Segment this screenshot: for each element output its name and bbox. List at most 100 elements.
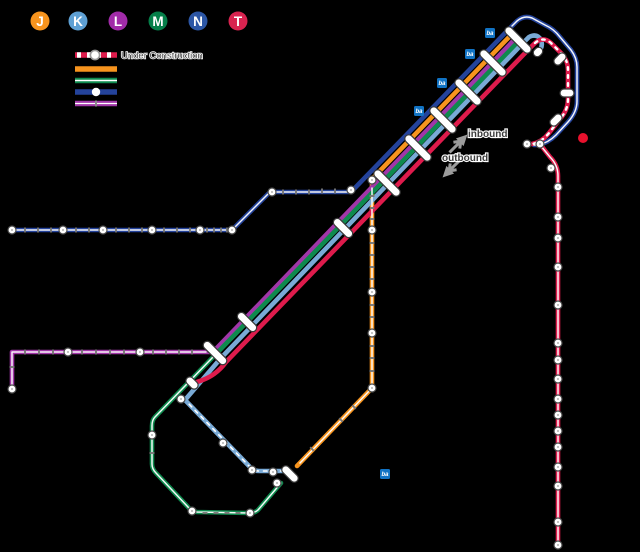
- k-surface-dashes: [186, 401, 285, 472]
- inbound-label: inbound: [468, 129, 507, 140]
- station-circles: [7, 139, 563, 550]
- inbound-arrow-icon: [448, 134, 468, 154]
- station-marker-dot: [191, 510, 193, 512]
- station-marker-dot: [67, 351, 69, 353]
- bart-icon: [485, 28, 495, 38]
- minor-stop-tick: [149, 452, 155, 454]
- minor-stop-tick: [369, 345, 375, 347]
- station-pill: [373, 169, 401, 197]
- minor-stop-tick: [220, 227, 222, 233]
- station-marker-dot: [371, 332, 373, 334]
- minor-stop-ticks: [9, 188, 375, 514]
- station-pill: [479, 49, 507, 77]
- minor-stop-tick: [369, 357, 375, 359]
- minor-stop-tick: [52, 349, 54, 355]
- station-marker-dot: [151, 229, 153, 231]
- minor-stop-tick: [226, 227, 228, 233]
- outbound-label: outbound: [442, 153, 488, 164]
- bart-icon: [437, 78, 447, 88]
- minor-stop-tick: [109, 349, 111, 355]
- minor-stop-tick: [50, 227, 52, 233]
- minor-stop-tick: [321, 188, 323, 194]
- minor-stop-tick: [81, 349, 83, 355]
- minor-stop-tick: [75, 227, 77, 233]
- minor-stop-tick: [176, 227, 178, 233]
- station-marker-dot: [272, 471, 274, 473]
- station-marker-dot: [550, 167, 552, 169]
- legend-l-row: [75, 100, 117, 107]
- minor-stop-tick: [38, 349, 40, 355]
- minor-stop-tick: [369, 370, 375, 372]
- station-marker-dot: [139, 351, 141, 353]
- badge-t: T: [228, 11, 248, 31]
- t-third-street-core: [540, 145, 559, 546]
- minor-stop-tick: [191, 349, 193, 355]
- minor-stop-tick: [115, 227, 117, 233]
- ballpark-dot-icon: [578, 133, 588, 143]
- n-embarcadero-core: [511, 16, 578, 146]
- minor-stop-tick: [178, 349, 180, 355]
- station-marker-dot: [557, 237, 559, 239]
- bart-icon: [465, 49, 475, 59]
- badge-l-circle: [108, 11, 128, 31]
- badge-m-circle: [148, 11, 168, 31]
- station-marker-dot: [102, 229, 104, 231]
- station-marker-dot: [222, 442, 224, 444]
- badge-t-letter: T: [234, 14, 243, 29]
- minor-stop-tick: [351, 404, 357, 410]
- minor-stop-tick: [369, 266, 375, 268]
- minor-stop-tick: [88, 227, 90, 233]
- station-pill: [429, 106, 457, 134]
- station-marker-dot: [557, 466, 559, 468]
- station-marker-dot: [249, 512, 251, 514]
- station-marker-dot: [539, 143, 541, 145]
- minor-stop-tick: [369, 242, 375, 244]
- station-marker-dot: [526, 143, 528, 145]
- station-pill: [504, 26, 532, 54]
- minor-stop-tick: [206, 227, 208, 233]
- badge-n-circle: [188, 11, 208, 31]
- legend-n-station-dot: [91, 87, 101, 97]
- minor-stop-tick: [369, 254, 375, 256]
- station-marker-dot: [557, 485, 559, 487]
- station-marker-dot: [557, 266, 559, 268]
- badge-n: N: [188, 11, 208, 31]
- station-marker-dot: [557, 378, 559, 380]
- minor-stop-tick: [163, 227, 165, 233]
- badge-k: K: [68, 11, 88, 31]
- station-marker-dot: [151, 434, 153, 436]
- minor-stop-tick: [213, 227, 215, 233]
- minor-stop-tick: [128, 227, 130, 233]
- bart-icon-letters: ba: [466, 52, 474, 58]
- station-marker-dot: [11, 229, 13, 231]
- station-pill: [532, 46, 544, 58]
- minor-stop-tick: [308, 189, 310, 195]
- minor-stop-tick: [189, 227, 191, 233]
- station-marker-dot: [557, 359, 559, 361]
- route-lines: [9, 14, 580, 548]
- minor-stop-tick: [152, 349, 154, 355]
- station-marker-dot: [557, 430, 559, 432]
- minor-stop-tick: [24, 227, 26, 233]
- station-marker-dot: [557, 398, 559, 400]
- station-pill: [332, 217, 354, 239]
- minor-stop-tick: [369, 316, 375, 318]
- minor-stop-tick: [202, 512, 208, 514]
- station-marker-dot: [371, 179, 373, 181]
- badge-l: L: [108, 11, 128, 31]
- line-badges: J K L M N T: [30, 11, 248, 31]
- badge-m-letter: M: [152, 14, 163, 29]
- minor-stop-tick: [309, 446, 315, 452]
- minor-stop-tick: [369, 304, 375, 306]
- legend-n-row: [75, 87, 117, 97]
- minor-stop-tick: [295, 189, 297, 195]
- badge-m: M: [148, 11, 168, 31]
- line-n-path: [9, 14, 580, 233]
- station-marker-dot: [231, 229, 233, 231]
- minor-stop-tick: [95, 349, 97, 355]
- minor-stop-tick: [224, 512, 230, 514]
- station-marker-dot: [557, 414, 559, 416]
- bart-icon-letters: ba: [438, 81, 446, 87]
